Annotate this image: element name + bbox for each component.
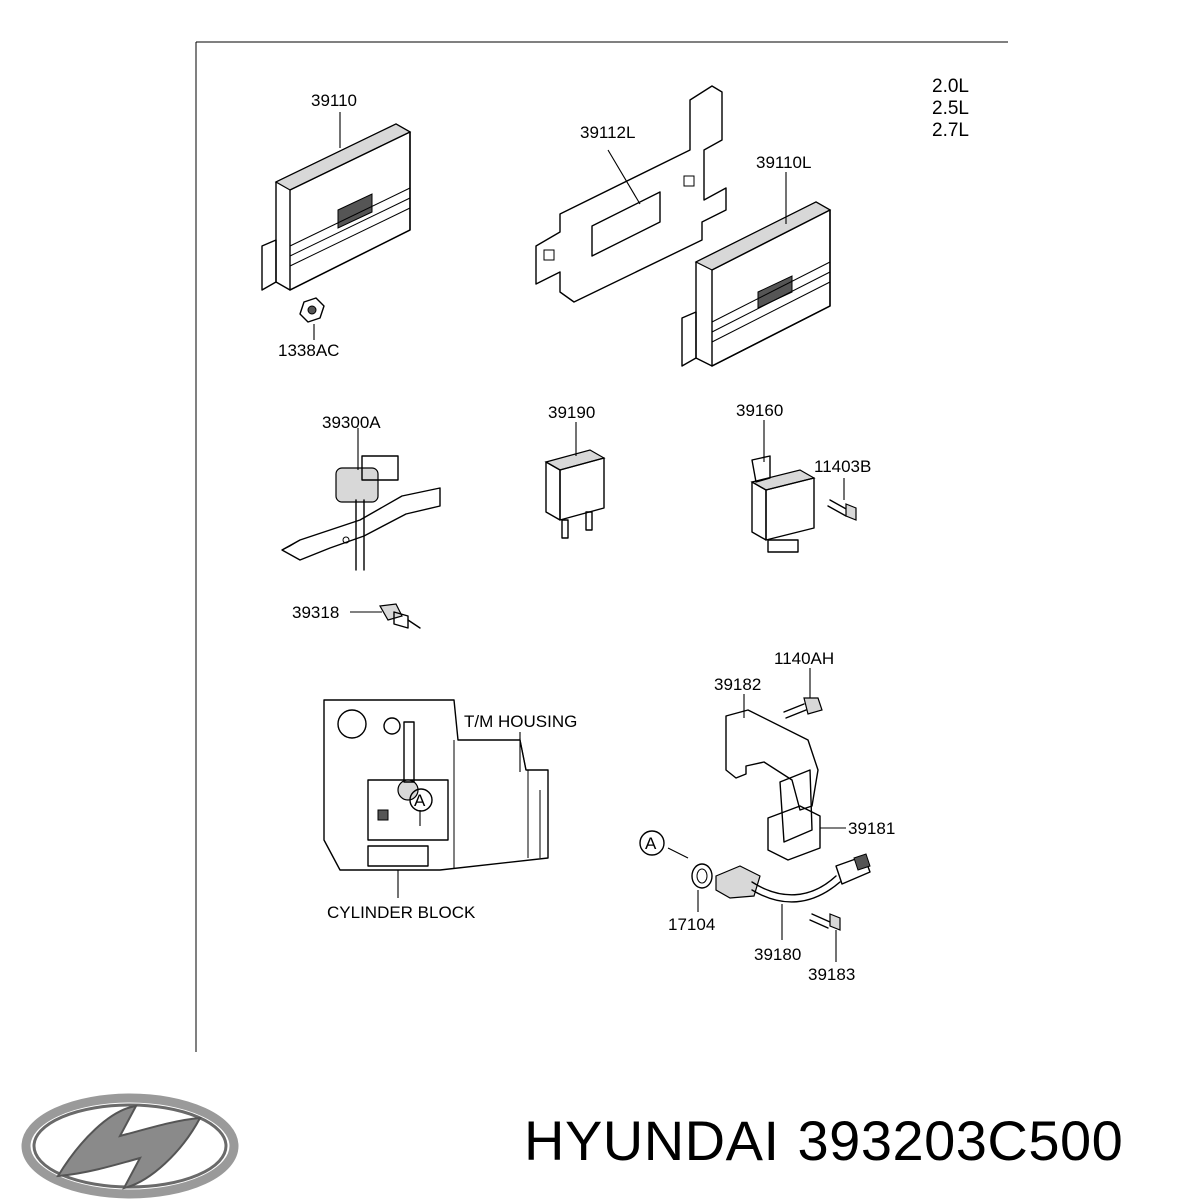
engine-variants: 2.0L 2.5L 2.7L bbox=[932, 76, 969, 141]
callout-1338ac: 1338AC bbox=[278, 341, 339, 360]
callout-39110l: 39110L bbox=[756, 153, 811, 172]
callout-39190: 39190 bbox=[548, 403, 595, 422]
part-number: 393203C500 bbox=[797, 1109, 1124, 1172]
callout-17104: 17104 bbox=[668, 915, 715, 934]
label-cylinder-block: CYLINDER BLOCK bbox=[327, 903, 476, 922]
label-tm-housing: T/M HOUSING bbox=[464, 712, 577, 731]
variant-2-0l: 2.0L bbox=[932, 76, 969, 97]
svg-text:A: A bbox=[414, 791, 426, 810]
clamp-39181 bbox=[767, 805, 821, 861]
variant-2-7l: 2.7L bbox=[932, 120, 969, 141]
o-ring-17104 bbox=[691, 863, 713, 889]
variant-2-5l: 2.5L bbox=[932, 98, 969, 119]
callout-39112l: 39112L bbox=[580, 123, 635, 142]
sensor-39300a bbox=[281, 455, 441, 571]
svg-text:A: A bbox=[645, 834, 657, 853]
arrow-ref-a bbox=[667, 847, 689, 859]
ref-a-marker-2: A bbox=[639, 830, 665, 856]
nut-1338ac bbox=[299, 297, 325, 323]
bracket-39112l bbox=[535, 85, 727, 303]
callout-39182: 39182 bbox=[714, 675, 761, 694]
callout-39181: 39181 bbox=[848, 819, 895, 838]
callout-39300a: 39300A bbox=[322, 413, 381, 432]
callout-39180: 39180 bbox=[754, 945, 801, 964]
callout-39183: 39183 bbox=[808, 965, 855, 984]
sensor-39318 bbox=[379, 603, 421, 629]
footer-part-title: HYUNDAI 393203C500 bbox=[524, 1108, 1141, 1173]
brand-name: HYUNDAI bbox=[524, 1109, 780, 1172]
callout-1140ah: 1140AH bbox=[774, 649, 834, 668]
ecu-unit-39110 bbox=[261, 123, 412, 291]
bolt-1140ah bbox=[783, 697, 823, 719]
callout-39318: 39318 bbox=[292, 603, 339, 622]
callout-39110: 39110 bbox=[311, 91, 357, 110]
ecu-unit-39110l bbox=[681, 201, 832, 367]
bolt-11403b bbox=[827, 499, 857, 521]
bracket-39182 bbox=[725, 709, 819, 843]
callout-11403b: 11403B bbox=[814, 457, 871, 476]
relay-39190 bbox=[544, 449, 606, 539]
leader-tm-housing bbox=[519, 738, 527, 771]
callout-39160: 39160 bbox=[736, 401, 783, 420]
bolt-39183 bbox=[809, 913, 841, 931]
sensor-39180 bbox=[715, 853, 871, 903]
ref-a-marker-1: A bbox=[409, 788, 433, 812]
cylinder-block-detail bbox=[323, 699, 549, 871]
hyundai-logo-icon bbox=[21, 1093, 239, 1199]
relay-39160 bbox=[750, 455, 816, 553]
